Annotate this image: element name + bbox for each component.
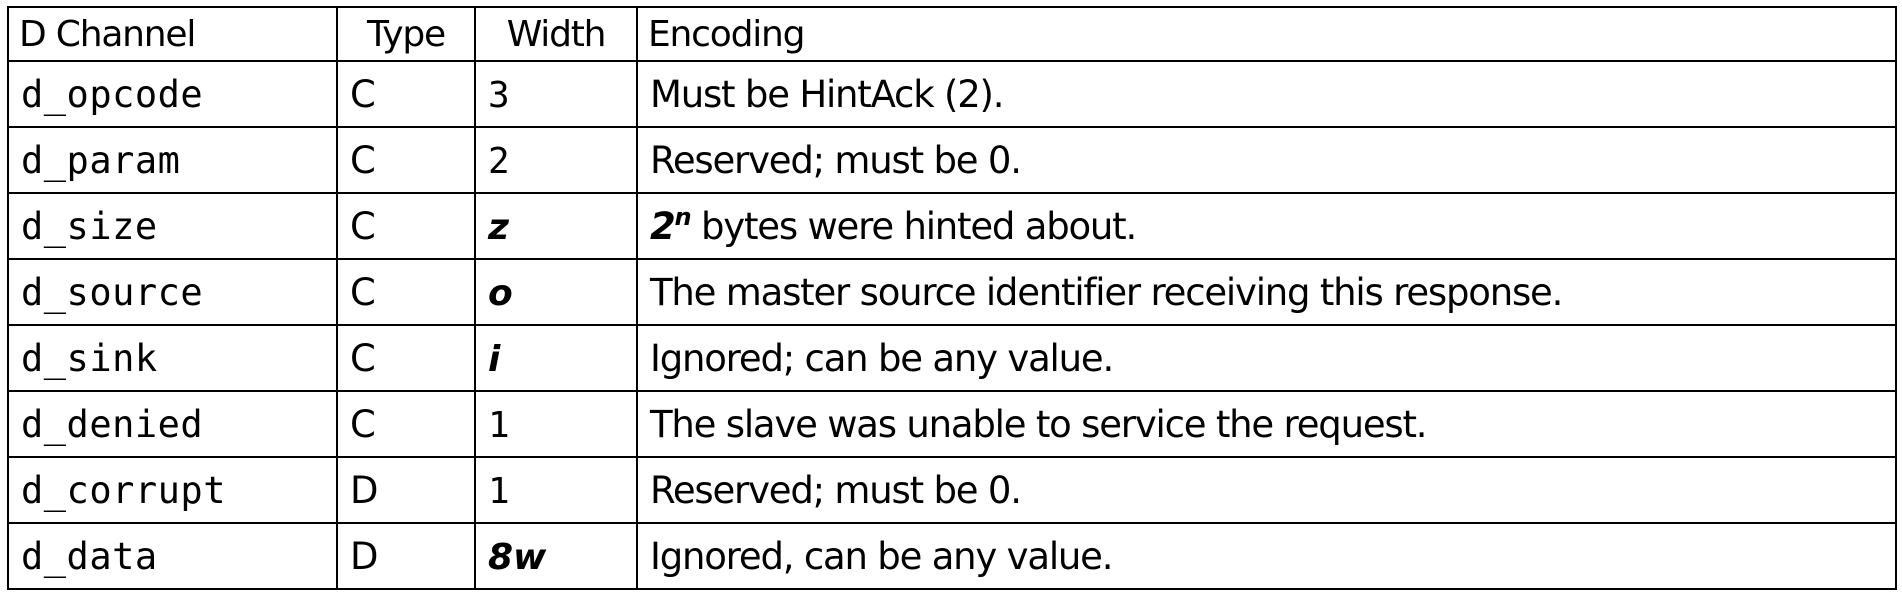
field-name-cell: d_corrupt — [7, 456, 338, 524]
table-row: d_sink C i Ignored; can be any value. — [7, 324, 1897, 392]
encoding-cell: 2n bytes were hinted about. — [636, 192, 1897, 260]
field-name-cell: d_denied — [7, 390, 338, 458]
column-header-channel: D Channel — [7, 6, 338, 62]
width-cell: z — [474, 192, 638, 260]
type-cell: D — [336, 456, 476, 524]
encoding-text: bytes were hinted about. — [690, 204, 1137, 248]
type-cell: C — [336, 192, 476, 260]
encoding-cell: The master source identifier receiving t… — [636, 258, 1897, 326]
width-cell: 2 — [474, 126, 638, 194]
encoding-cell: Ignored; can be any value. — [636, 324, 1897, 392]
width-cell: 1 — [474, 456, 638, 524]
width-value: 3 — [488, 74, 510, 116]
type-cell: C — [336, 60, 476, 128]
type-cell: C — [336, 390, 476, 458]
type-cell: D — [336, 522, 476, 590]
field-name-cell: d_opcode — [7, 60, 338, 128]
type-cell: C — [336, 258, 476, 326]
power-exponent: n — [674, 202, 692, 231]
column-header-width: Width — [474, 6, 638, 62]
width-cell: 1 — [474, 390, 638, 458]
width-cell: 3 — [474, 60, 638, 128]
d-channel-table: D Channel Type Width Encoding d_opcode C… — [7, 6, 1897, 590]
width-value: o — [488, 272, 513, 314]
width-value: z — [488, 206, 509, 248]
width-value: 2 — [488, 140, 510, 182]
width-value: 1 — [488, 470, 510, 512]
width-cell: 8w — [474, 522, 638, 590]
type-cell: C — [336, 324, 476, 392]
field-name-cell: d_source — [7, 258, 338, 326]
column-header-encoding: Encoding — [636, 6, 1897, 62]
width-cell: o — [474, 258, 638, 326]
encoding-cell: Reserved; must be 0. — [636, 126, 1897, 194]
encoding-cell: Ignored, can be any value. — [636, 522, 1897, 590]
table-row: d_denied C 1 The slave was unable to ser… — [7, 390, 1897, 458]
column-header-type: Type — [336, 6, 476, 62]
field-name-cell: d_param — [7, 126, 338, 194]
width-cell: i — [474, 324, 638, 392]
width-value: 8w — [488, 536, 547, 578]
table-row: d_opcode C 3 Must be HintAck (2). — [7, 60, 1897, 128]
table-row: d_source C o The master source identifie… — [7, 258, 1897, 326]
table-row: d_param C 2 Reserved; must be 0. — [7, 126, 1897, 194]
encoding-cell: Must be HintAck (2). — [636, 60, 1897, 128]
table-row: d_corrupt D 1 Reserved; must be 0. — [7, 456, 1897, 524]
encoding-cell: Reserved; must be 0. — [636, 456, 1897, 524]
power-base: 2 — [650, 204, 676, 248]
table-header-row: D Channel Type Width Encoding — [7, 6, 1897, 62]
encoding-cell: The slave was unable to service the requ… — [636, 390, 1897, 458]
width-value: 1 — [488, 404, 510, 446]
type-cell: C — [336, 126, 476, 194]
table-row: d_size C z 2n bytes were hinted about. — [7, 192, 1897, 260]
table-row: d_data D 8w Ignored, can be any value. — [7, 522, 1897, 590]
field-name-cell: d_data — [7, 522, 338, 590]
width-value: i — [488, 338, 501, 380]
field-name-cell: d_size — [7, 192, 338, 260]
field-name-cell: d_sink — [7, 324, 338, 392]
